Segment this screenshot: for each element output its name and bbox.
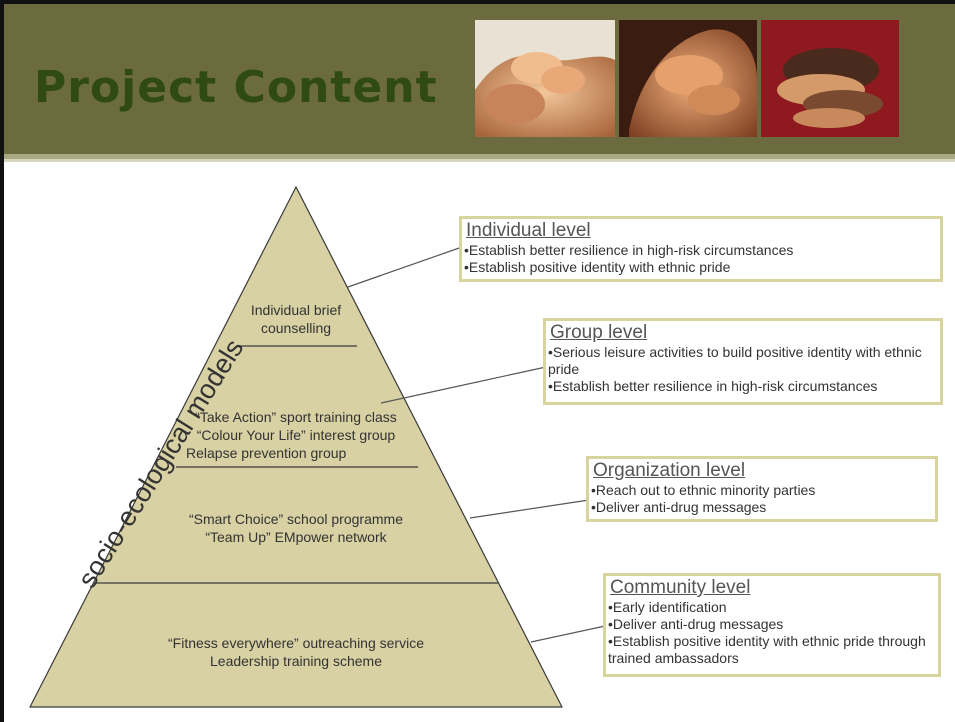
- list-item: •Establish positive identity with ethnic…: [608, 633, 926, 666]
- connector-organization: [469, 499, 590, 519]
- list-item: •Establish better resilience in high-ris…: [548, 378, 878, 394]
- hands-photo-2: [619, 20, 757, 137]
- list-item: •Serious leisure activities to build pos…: [548, 344, 922, 377]
- organization-level-box: Organization level •Reach out to ethnic …: [586, 456, 938, 522]
- list-item: •Deliver anti-drug messages: [591, 499, 767, 515]
- connector-group: [380, 366, 547, 404]
- list-item: •Establish better resilience in high-ris…: [464, 242, 794, 258]
- header-divider-light: [4, 159, 955, 162]
- group-level-box: Group level •Serious leisure activities …: [543, 318, 943, 405]
- header-divider: [4, 154, 955, 159]
- community-level-box: Community level •Early identification •D…: [603, 573, 941, 677]
- connector-individual: [347, 246, 463, 288]
- slide-border-left: [0, 0, 4, 722]
- tier-individual: Individual brief counselling: [250, 302, 342, 336]
- tier-group: “Take Action” sport training class “Colo…: [186, 409, 397, 461]
- list-item: •Early identification: [608, 599, 727, 615]
- pyramid-shape: [29, 185, 563, 708]
- hands-photo-3: [761, 20, 899, 137]
- list-item: •Reach out to ethnic minority parties: [591, 482, 816, 498]
- tier-community: “Fitness everywhere” outreaching service…: [168, 635, 424, 669]
- organization-level-heading: Organization level: [593, 460, 746, 481]
- slide-border-top: [0, 0, 955, 4]
- community-level-heading: Community level: [610, 577, 751, 598]
- individual-level-heading: Individual level: [466, 220, 591, 241]
- hands-photo-1: [475, 20, 615, 137]
- individual-level-box: Individual level •Establish better resil…: [459, 216, 943, 282]
- connector-community: [530, 625, 606, 643]
- tier-organization: “Smart Choice” school programme “Team Up…: [189, 511, 403, 545]
- list-item: •Establish positive identity with ethnic…: [464, 259, 731, 275]
- group-level-heading: Group level: [550, 322, 648, 343]
- page-title: Project Content: [34, 62, 438, 113]
- list-item: •Deliver anti-drug messages: [608, 616, 784, 632]
